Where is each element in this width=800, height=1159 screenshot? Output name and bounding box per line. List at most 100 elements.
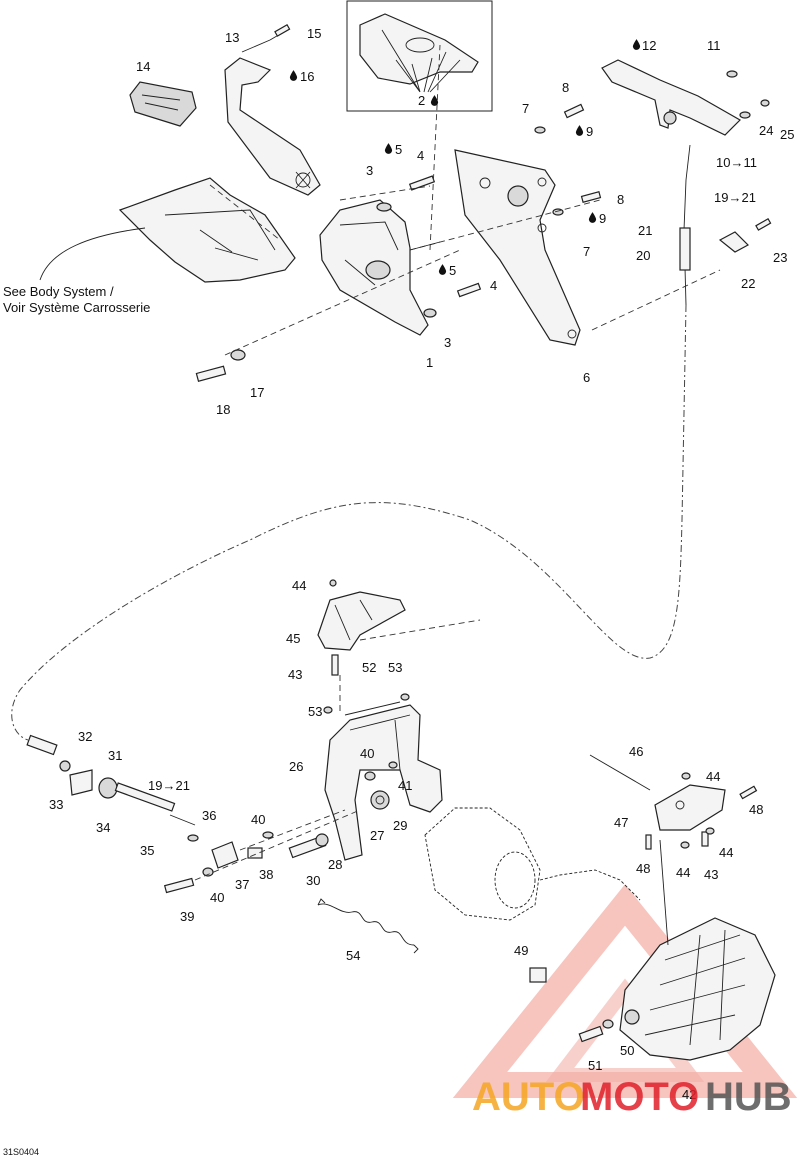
callout-48a: 48	[749, 802, 763, 817]
drop-icon	[632, 39, 641, 50]
callout-19-21a: 19→21	[714, 190, 756, 205]
callout-9a: 9	[586, 124, 593, 139]
callout-6: 6	[583, 370, 590, 385]
callout-5b: 5	[449, 263, 456, 278]
callout-50: 50	[620, 1043, 634, 1058]
callout-44a: 44	[292, 578, 306, 593]
callout-17: 17	[250, 385, 264, 400]
callout-29: 29	[393, 818, 407, 833]
drawing-code: 31S0404	[3, 1147, 39, 1157]
body-note-leader	[39, 227, 146, 281]
part-45-bracket	[317, 591, 406, 676]
callout-24: 24	[759, 123, 773, 138]
callout-26: 26	[289, 759, 303, 774]
callout-25: 25	[780, 127, 794, 142]
callout-41: 41	[398, 778, 412, 793]
callout-31: 31	[108, 748, 122, 763]
see-body-note-line2: Voir Système Carrosserie	[3, 300, 150, 315]
callout-3a: 3	[366, 163, 373, 178]
callout-40b: 40	[251, 812, 265, 827]
callout-16: 16	[300, 69, 314, 84]
upper-leaders	[224, 44, 721, 356]
callout-10-11: 10→11	[716, 155, 757, 170]
part-26-bracket	[324, 704, 443, 861]
callout-5a: 5	[395, 142, 402, 157]
callout-18: 18	[216, 402, 230, 417]
callout-49: 49	[514, 943, 528, 958]
part-13-lever	[224, 57, 321, 196]
callout-8b: 8	[617, 192, 624, 207]
callout-38: 38	[259, 867, 273, 882]
callout-36: 36	[202, 808, 216, 823]
callout-34: 34	[96, 820, 110, 835]
drop-icon	[438, 264, 447, 275]
callout-33: 33	[49, 797, 63, 812]
callout-43a: 43	[288, 667, 302, 682]
callout-45: 45	[286, 631, 300, 646]
part-12-lever	[11, 59, 741, 741]
part-14-pad	[129, 81, 197, 127]
callout-27: 27	[370, 828, 384, 843]
callout-43b: 43	[704, 867, 718, 882]
mid-hardware	[323, 693, 410, 781]
callout-30: 30	[306, 873, 320, 888]
callout-1: 1	[426, 355, 433, 370]
callout-32: 32	[78, 729, 92, 744]
callout-4b: 4	[490, 278, 497, 293]
callout-22: 22	[741, 276, 755, 291]
drop-icon	[289, 70, 298, 81]
part-1-cover	[319, 199, 429, 336]
part-54-spring	[317, 898, 419, 954]
callout-53a: 53	[308, 704, 322, 719]
callout-48b: 48	[636, 861, 650, 876]
callout-2: 2	[418, 93, 425, 108]
callout-19-21b: 19→21	[148, 778, 190, 793]
drop-icon	[575, 125, 584, 136]
part-47-bracket	[654, 784, 726, 831]
callout-11: 11	[707, 38, 721, 53]
callout-42: 42	[682, 1087, 696, 1102]
callout-44c: 44	[719, 845, 733, 860]
callout-54: 54	[346, 948, 360, 963]
lower-leader-1	[194, 809, 361, 881]
callout-47: 47	[614, 815, 628, 830]
drop-icon	[384, 143, 393, 154]
callout-3b: 3	[444, 335, 451, 350]
callout-35: 35	[140, 843, 154, 858]
callout-12: 12	[642, 38, 656, 53]
drop-icon	[588, 212, 597, 223]
callout-9b: 9	[599, 211, 606, 226]
callout-8a: 8	[562, 80, 569, 95]
cable-end-parts	[26, 734, 329, 894]
callout-52: 52	[362, 660, 376, 675]
watermark-text: AUTO MOTO HUB	[472, 1075, 792, 1119]
part-22-plate	[718, 231, 749, 253]
callout-13: 13	[225, 30, 239, 45]
callout-14: 14	[136, 59, 150, 74]
callout-28: 28	[328, 857, 342, 872]
callout-44b: 44	[706, 769, 720, 784]
body-panel	[118, 177, 296, 283]
callout-4a: 4	[417, 148, 424, 163]
callout-40a: 40	[210, 890, 224, 905]
callout-15: 15	[307, 26, 321, 41]
callout-20: 20	[636, 248, 650, 263]
gate-arrow	[659, 839, 669, 946]
callout-53b: 53	[388, 660, 402, 675]
callout-46: 46	[629, 744, 643, 759]
watermark-part2: MOTO	[580, 1075, 699, 1119]
callout-40c: 40	[360, 746, 374, 761]
callout-39: 39	[180, 909, 194, 924]
callout-7b: 7	[583, 244, 590, 259]
part-42-gate	[619, 917, 776, 1061]
inset-box	[346, 0, 493, 112]
watermark-part3: HUB	[705, 1075, 792, 1119]
callout-51: 51	[588, 1058, 602, 1073]
part-6-plate	[454, 149, 581, 346]
upper-hardware	[195, 23, 772, 382]
callout-37: 37	[235, 877, 249, 892]
part-46-rod	[589, 754, 651, 791]
callout-44d: 44	[676, 865, 690, 880]
callout-21: 21	[638, 223, 652, 238]
